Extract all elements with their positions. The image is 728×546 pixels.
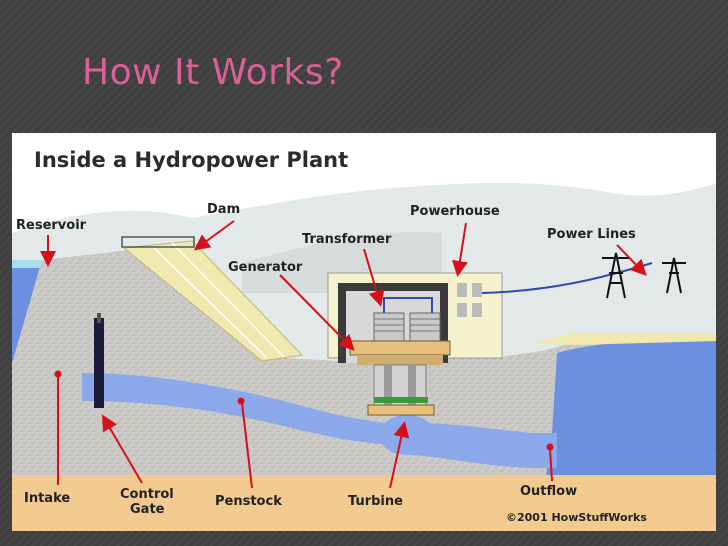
label-intake: Intake — [24, 491, 70, 506]
turbine — [367, 404, 435, 416]
label-control-gate-line2: Gate — [130, 502, 165, 517]
label-turbine: Turbine — [348, 494, 403, 509]
label-penstock: Penstock — [215, 494, 282, 509]
label-power-lines: Power Lines — [547, 227, 636, 242]
diagram-svg: Inside a Hydropower Plant Reservoir Dam … — [12, 148, 716, 531]
label-outflow: Outflow — [520, 484, 577, 499]
diagram-header: Inside a Hydropower Plant — [34, 148, 348, 172]
label-transformer: Transformer — [302, 232, 392, 247]
label-powerhouse: Powerhouse — [410, 204, 500, 219]
slide-title: How It Works? — [82, 52, 344, 93]
label-control-gate-line1: Control — [120, 487, 174, 502]
label-reservoir: Reservoir — [16, 218, 87, 233]
leader-arrows — [40, 220, 647, 489]
hydropower-diagram: Inside a Hydropower Plant Reservoir Dam … — [12, 133, 716, 531]
generator — [349, 340, 451, 356]
copyright-text: ©2001 HowStuffWorks — [506, 511, 647, 524]
outflow-river — [542, 340, 716, 505]
power-pylons — [602, 252, 686, 299]
label-generator: Generator — [228, 260, 303, 275]
control-gate — [94, 318, 104, 408]
ground-strip — [12, 475, 716, 531]
label-dam: Dam — [207, 202, 240, 217]
